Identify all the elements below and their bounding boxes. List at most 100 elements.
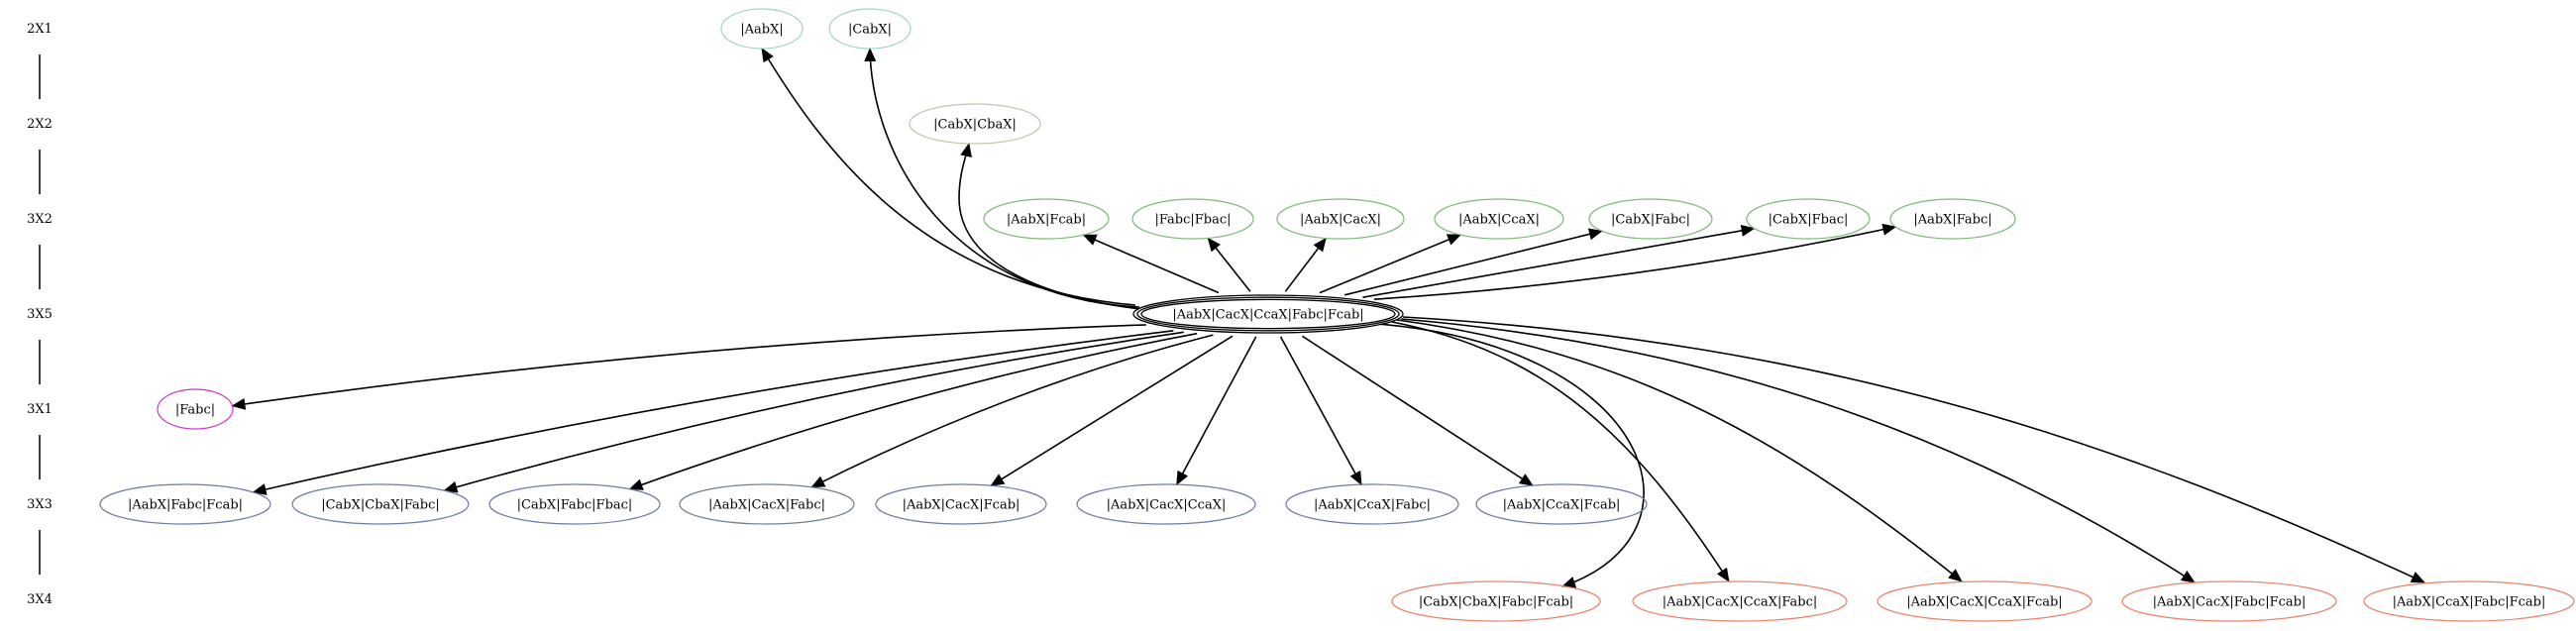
edge-arrow [810, 334, 1214, 488]
node-label: |CabX|Fbac| [1769, 213, 1849, 228]
node-shape [1632, 580, 1848, 622]
node-outline [1136, 296, 1400, 332]
edge-arrow [761, 48, 1136, 306]
node-shape [1076, 483, 1256, 525]
node-label: |AabX|CacX|CcaX|Fabc| [1663, 595, 1818, 610]
rank-label-3X4: 3X4 [27, 592, 53, 607]
node-shape [909, 103, 1041, 145]
edge-arrow [443, 331, 1184, 493]
node-n4[interactable]: |AabX|Fcab| [983, 198, 1110, 240]
rank-label-3X3: 3X3 [27, 497, 53, 512]
node-n16[interactable]: |AabX|CacX|Fcab| [875, 483, 1047, 525]
node-shape [1588, 198, 1713, 240]
node-n17[interactable]: |AabX|CacX|CcaX| [1076, 483, 1256, 525]
node-shape [720, 8, 804, 50]
edge-arrow [1344, 228, 1603, 296]
node-shape [828, 8, 912, 50]
node-label: |AabX|CacX| [1300, 213, 1381, 228]
edge-arrow [628, 332, 1198, 490]
node-n10[interactable]: |AabX|Fabc| [1889, 198, 2016, 240]
node-n14[interactable]: |CabX|Fabc|Fbac| [488, 483, 661, 525]
node-shape [99, 483, 271, 525]
rank-legend: 2X1 2X2 3X2 3X5 3X1 3X3 3X4 [27, 22, 53, 607]
node-label: |CabX|CbaX|Fabc|Fcab| [1419, 595, 1573, 610]
node-outline [1132, 294, 1404, 334]
node-label: |AabX|CacX|CcaX|Fabc|Fcab| [1172, 308, 1363, 323]
node-n22[interactable]: |AabX|CacX|CcaX|Fcab| [1877, 580, 2093, 622]
edge-arrow [1082, 234, 1220, 294]
node-label: |AabX|CacX|Fabc| [708, 498, 825, 513]
node-label: |AabX|CacX|Fcab| [903, 498, 1020, 513]
node-n8[interactable]: |CabX|Fabc| [1588, 198, 1713, 240]
edge-arrow [231, 324, 1146, 410]
node-label: |AabX|CcaX|Fcab| [1503, 498, 1621, 513]
node-shape [291, 483, 470, 525]
node-label: |AabX|CacX|CcaX| [1107, 498, 1227, 513]
node-n1[interactable]: |AabX| [720, 8, 804, 50]
node-shape [1131, 198, 1254, 240]
edges [231, 48, 2425, 588]
edge-arrow [1207, 237, 1251, 292]
node-n11[interactable]: |Fabc| [157, 388, 234, 430]
node-label: |Fabc| [175, 403, 215, 418]
node-shape [1434, 198, 1564, 240]
node-shape [679, 483, 855, 525]
nodes: |AabX|CacX|CcaX|Fabc|Fcab| |AabX| |CabX| |C… [99, 8, 2575, 622]
node-n13[interactable]: |CabX|CbaX|Fabc| [291, 483, 470, 525]
node-label: |AabX|CacX|Fabc|Fcab| [2153, 595, 2307, 610]
edge-arrow [1301, 335, 1534, 486]
node-label: |CabX|Fabc|Fbac| [517, 498, 633, 513]
node-n18[interactable]: |AabX|CcaX|Fabc| [1285, 483, 1459, 525]
edge-arrow [958, 143, 1150, 311]
edge-arrow [990, 335, 1234, 486]
rank-label-2X1: 2X1 [27, 22, 53, 37]
node-shape [157, 388, 234, 430]
node-n6[interactable]: |AabX|CacX| [1276, 198, 1405, 240]
node-n9[interactable]: |CabX|Fbac| [1746, 198, 1871, 240]
rank-label-2X2: 2X2 [27, 117, 53, 132]
node-n3[interactable]: |CabX|CbaX| [909, 103, 1041, 145]
node-n2[interactable]: |CabX| [828, 8, 912, 50]
node-shape [1285, 483, 1459, 525]
node-shape [2363, 580, 2575, 622]
node-n20[interactable]: |CabX|CbaX|Fabc|Fcab| [1391, 580, 1601, 622]
edge-arrow [1376, 323, 1645, 588]
edge-arrow [1362, 224, 1756, 298]
edge-arrow [1284, 237, 1327, 292]
node-n12[interactable]: |AabX|Fabc|Fcab| [99, 483, 271, 525]
edge-arrow [1319, 234, 1462, 294]
edge-arrow [1391, 321, 1730, 582]
node-shape [1276, 198, 1405, 240]
node-label: |CabX| [848, 23, 892, 38]
node-outline [1140, 298, 1396, 330]
node-shape [983, 198, 1110, 240]
node-label: |AabX|CacX|CcaX|Fcab| [1906, 595, 2062, 610]
node-n7[interactable]: |AabX|CcaX| [1434, 198, 1564, 240]
node-shape [488, 483, 661, 525]
rank-label-3X2: 3X2 [27, 212, 53, 227]
node-label: |CabX|Fabc| [1611, 213, 1690, 228]
node-shape [1877, 580, 2093, 622]
node-n21[interactable]: |AabX|CacX|CcaX|Fabc| [1632, 580, 1848, 622]
node-n19[interactable]: |AabX|CcaX|Fcab| [1475, 483, 1648, 525]
node-n23[interactable]: |AabX|CacX|Fabc|Fcab| [2121, 580, 2337, 622]
node-n5[interactable]: |Fabc|Fbac| [1131, 198, 1254, 240]
node-label: |AabX|CcaX| [1458, 213, 1540, 228]
node-center[interactable]: |AabX|CacX|CcaX|Fabc|Fcab| [1132, 294, 1404, 334]
node-shape [1391, 580, 1601, 622]
node-label: |AabX|Fcab| [1007, 213, 1086, 228]
node-n24[interactable]: |AabX|CcaX|Fabc|Fcab| [2363, 580, 2575, 622]
rank-label-3X5: 3X5 [27, 307, 53, 322]
edge-arrow [252, 330, 1174, 495]
node-label: |AabX|CcaX|Fabc|Fcab| [2393, 595, 2546, 610]
edge-arrow [1396, 319, 1963, 582]
node-n15[interactable]: |AabX|CacX|Fabc| [679, 483, 855, 525]
edge-arrow [1373, 223, 1897, 300]
node-label: |AabX|CcaX|Fabc| [1314, 498, 1431, 513]
node-shape [1746, 198, 1871, 240]
edge-arrow [864, 48, 1140, 308]
node-shape [875, 483, 1047, 525]
edge-arrow [1402, 316, 2425, 583]
edge-arrow [1175, 336, 1257, 485]
